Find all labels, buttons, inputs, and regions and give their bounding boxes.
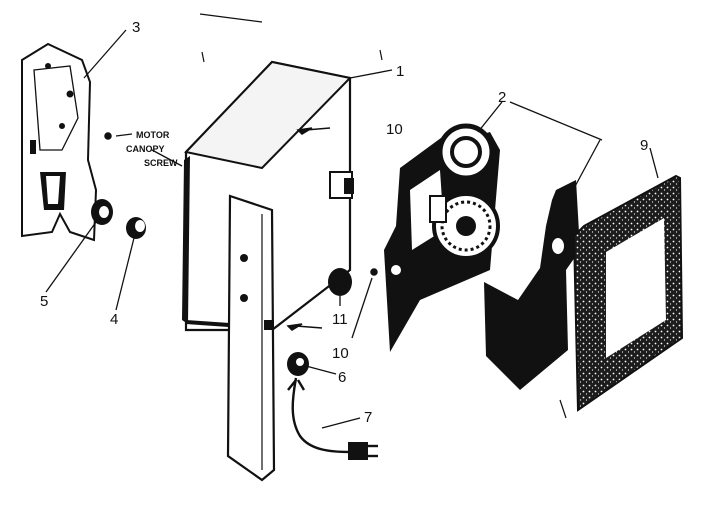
- part-11-knob: [328, 268, 352, 296]
- cover-plate: [484, 180, 580, 390]
- callout-7: 7: [364, 409, 372, 426]
- housing-side-plate: [226, 194, 276, 482]
- annotation-line-3: SCREW: [144, 158, 178, 168]
- scan-marks: [199, 13, 567, 419]
- annotation-line-1: MOTOR: [136, 130, 170, 140]
- callout-9: 9: [640, 137, 648, 154]
- part-7-power-cord: [287, 377, 378, 460]
- callout-10-bottom: 10: [332, 345, 349, 362]
- callout-labels: 3 1 10 2 9 5 4 11 10 6 7: [40, 19, 648, 426]
- callout-10-top: 10: [386, 121, 403, 138]
- part-10-screws: [104, 127, 378, 331]
- callout-4: 4: [110, 311, 118, 328]
- part-3-mounting-bracket: [21, 42, 98, 242]
- annotation-line-2: CANOPY: [126, 144, 165, 154]
- callout-6: 6: [338, 369, 346, 386]
- motor-canopy-screw-annotation: MOTOR CANOPY SCREW: [126, 130, 178, 168]
- callout-5: 5: [40, 293, 48, 310]
- part-2-timer-assembly: [384, 123, 500, 352]
- callout-2: 2: [498, 89, 506, 106]
- part-4-nut: [126, 217, 146, 239]
- part-6-strain-relief: [287, 352, 309, 376]
- callout-11: 11: [332, 311, 348, 328]
- part-5-grommet: [91, 199, 113, 225]
- part-9-gasket: [572, 174, 684, 412]
- leader-lines: [45, 29, 659, 429]
- callout-3: 3: [132, 19, 140, 36]
- callout-1: 1: [396, 63, 404, 80]
